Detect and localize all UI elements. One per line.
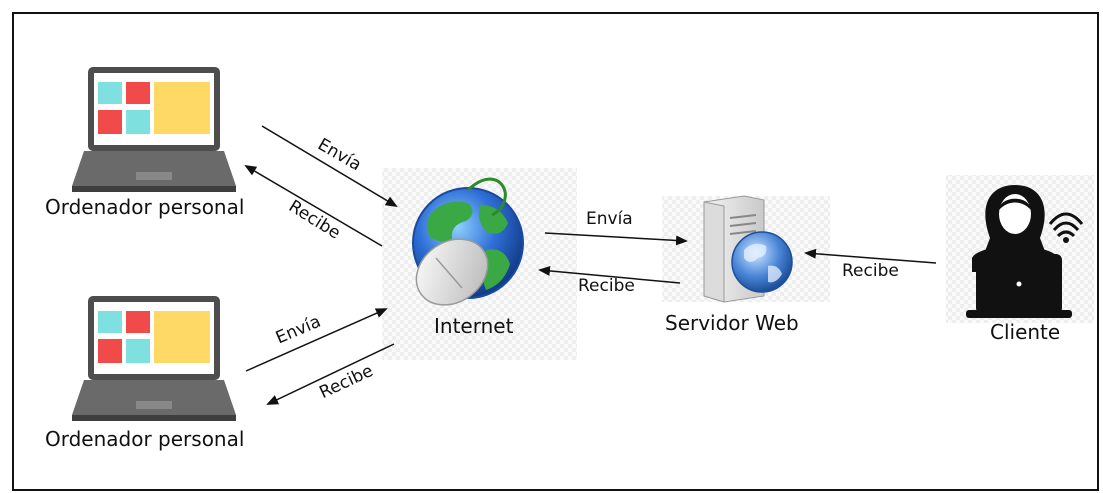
- arrow-pc-bottom-to-internet: [245, 308, 388, 372]
- arrow-internet-to-server: [544, 232, 688, 246]
- laptop-top-icon: [72, 67, 236, 192]
- client-person-icon: [946, 175, 1094, 323]
- pc-bottom-label: Ordenador personal: [45, 427, 245, 451]
- laptop-bottom-icon: [72, 296, 236, 421]
- client-label: Cliente: [990, 320, 1061, 344]
- server-receive-label: Recibe: [578, 276, 635, 296]
- server-send-label: Envía: [586, 209, 633, 229]
- arrow-pc-top-to-internet: [261, 125, 398, 208]
- arrow-client-to-server: [804, 248, 937, 264]
- internet-globe-icon: [382, 168, 577, 360]
- arrow-server-to-internet: [538, 265, 681, 284]
- arrow-internet-to-pc-bottom: [266, 343, 395, 405]
- arrow-internet-to-pc-top: [244, 164, 383, 247]
- web-server-icon: [662, 195, 830, 303]
- client-receive-label: Recibe: [842, 261, 899, 281]
- server-label: Servidor Web: [665, 311, 799, 335]
- internet-label: Internet: [434, 314, 514, 338]
- pc-top-label: Ordenador personal: [45, 195, 245, 219]
